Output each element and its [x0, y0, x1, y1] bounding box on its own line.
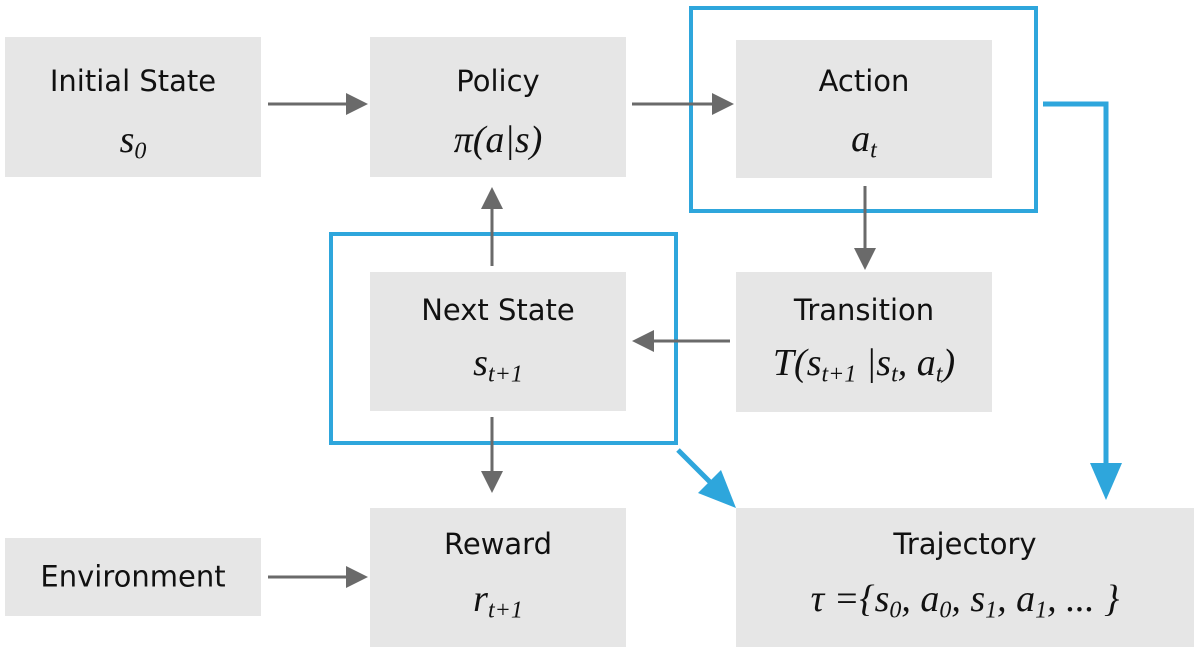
next-state-highlight-frame	[329, 232, 678, 445]
action-node: Action at	[736, 40, 992, 178]
arrowhead-trajectory-from-next-state	[698, 470, 736, 508]
arrowhead-policy-up	[481, 187, 503, 209]
trajectory-title: Trajectory	[893, 527, 1037, 561]
arrowhead-action	[712, 93, 734, 115]
initial-state-formula: s0	[119, 119, 147, 165]
arrowhead-trajectory-from-action	[1090, 463, 1122, 500]
arrow-next-state-to-trajectory	[676, 448, 714, 486]
transition-node: Transition T(st+1 |st, at)	[736, 272, 992, 412]
next-state-title: Next State	[421, 293, 575, 327]
arrowhead-reward-env	[346, 566, 368, 588]
next-state-formula: st+1	[473, 342, 523, 388]
transition-title: Transition	[793, 293, 935, 327]
next-state-node: Next State st+1	[370, 272, 626, 411]
arrowhead-transition	[854, 248, 876, 270]
arrowhead-reward	[481, 471, 503, 493]
trajectory-node: Trajectory τ ={s0, a0, s1, a1, ... }	[736, 508, 1194, 647]
action-formula: at	[851, 118, 877, 164]
transition-formula: T(st+1 |st, at)	[772, 342, 956, 388]
policy-title: Policy	[456, 64, 540, 98]
reward-title: Reward	[444, 527, 552, 561]
arrow-action-to-trajectory	[1043, 101, 1109, 470]
arrowhead-policy	[346, 93, 368, 115]
initial-state-node: Initial State s0	[5, 37, 261, 177]
trajectory-formula: τ ={s0, a0, s1, a1, ... }	[810, 578, 1120, 624]
reward-node: Reward rt+1	[370, 508, 626, 647]
arrowhead-next-state	[632, 330, 654, 352]
environment-title: Environment	[40, 559, 226, 594]
action-highlight-frame	[689, 6, 1038, 213]
environment-node: Environment	[5, 538, 261, 616]
reward-formula: rt+1	[473, 578, 523, 624]
policy-node: Policy π(a|s)	[370, 37, 626, 177]
action-title: Action	[818, 64, 910, 98]
policy-formula: π(a|s)	[453, 119, 543, 161]
initial-state-title: Initial State	[49, 64, 217, 98]
